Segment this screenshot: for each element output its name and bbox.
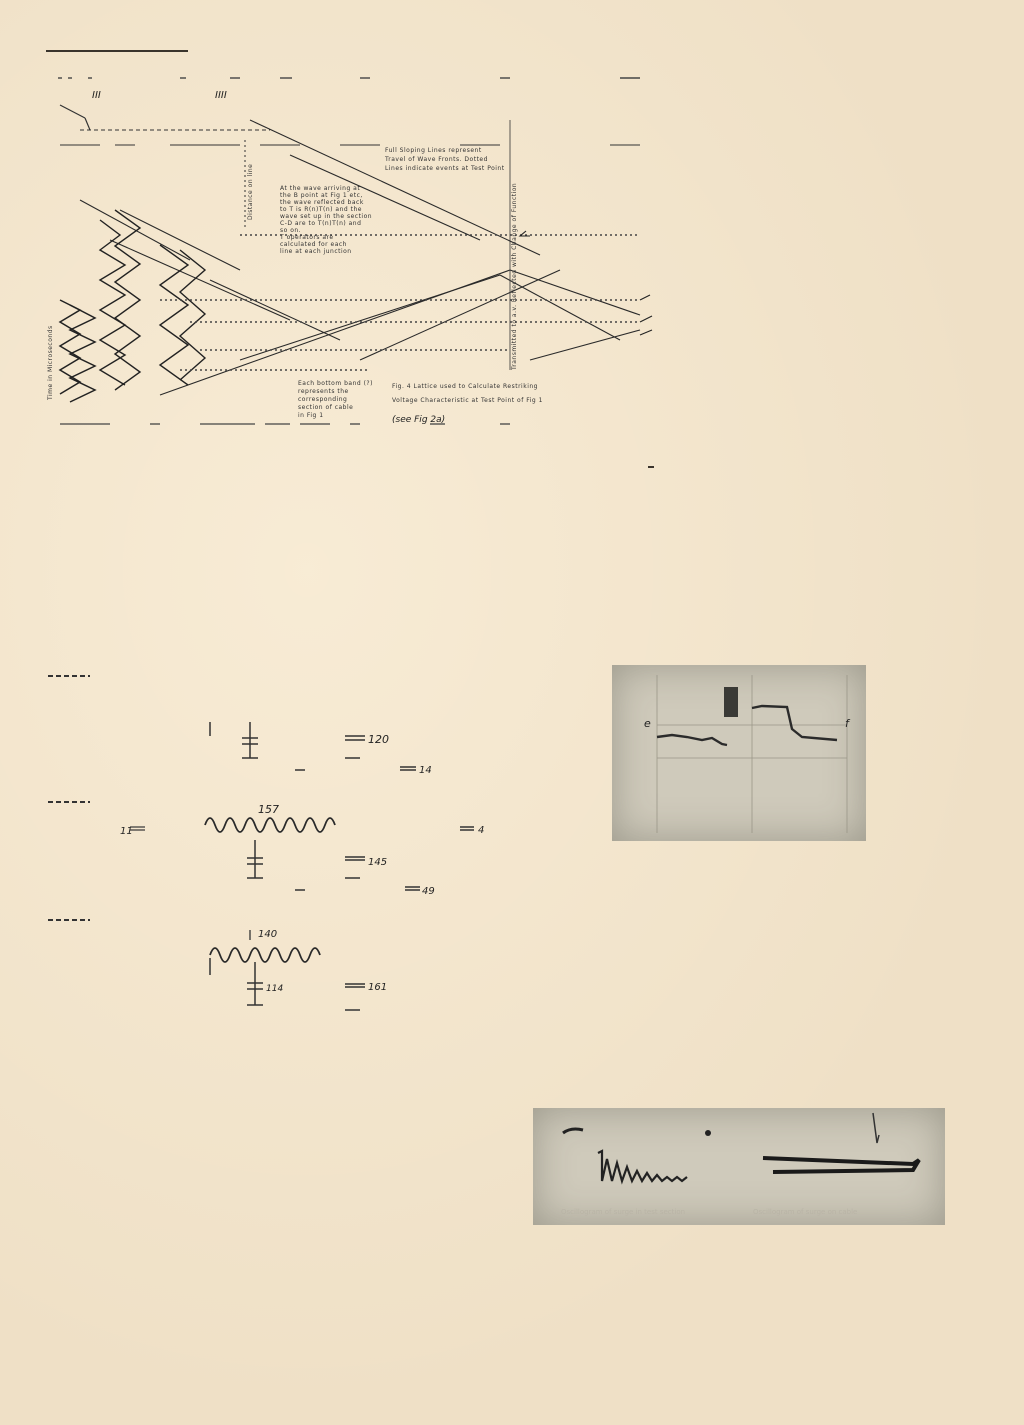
inductor-coil-2 bbox=[209, 947, 321, 963]
legend-line-2: Travel of Wave Fronts. Dotted bbox=[384, 156, 488, 163]
note-line: the wave reflected back bbox=[280, 199, 364, 206]
event-lines bbox=[160, 234, 640, 371]
note-line: line at each junction bbox=[280, 248, 352, 255]
trace-1b bbox=[751, 704, 838, 742]
zigzag-bundle-2 bbox=[98, 209, 142, 391]
photo2-caption-left: Oscillogram of surge in test section bbox=[561, 1208, 685, 1216]
caption-line-1: Fig. 4 Lattice used to Calculate Restrik… bbox=[392, 383, 538, 390]
trace-burst bbox=[724, 687, 738, 717]
legend-dash-3 bbox=[48, 919, 90, 921]
note-line: the B point at Fig 1 etc, bbox=[280, 192, 363, 199]
circuit-diagram: 120 14 157 11 4 145 49 140 bbox=[110, 700, 510, 1030]
lattice-svg: III IIII bbox=[47, 77, 653, 425]
value-label: 11 bbox=[120, 826, 133, 837]
note-block: At the wave arriving at the B point at F… bbox=[279, 185, 372, 255]
damped-oscillation bbox=[597, 1149, 688, 1185]
legend-dash-1 bbox=[48, 675, 90, 677]
roman-label-b: IIII bbox=[215, 90, 227, 101]
note-line: so on. bbox=[280, 227, 301, 234]
value-label: 14 bbox=[419, 765, 432, 776]
lattice-diagram: III IIII bbox=[40, 60, 665, 440]
value-label: 4 bbox=[478, 825, 484, 836]
oscillogram-photo-2: Oscillogram of surge in test section Osc… bbox=[533, 1108, 945, 1225]
value-label: 157 bbox=[258, 803, 279, 816]
right-arrows bbox=[518, 230, 653, 336]
value-label: 120 bbox=[368, 733, 389, 746]
note2-line: section of cable bbox=[298, 404, 353, 411]
roman-label-a: III bbox=[92, 90, 101, 101]
figure-caption: Fig. 4 Lattice used to Calculate Restrik… bbox=[392, 383, 543, 425]
note-line: At the wave arriving at bbox=[280, 185, 360, 192]
oscillogram-1-svg: e f bbox=[644, 675, 851, 833]
caption-line-2: Voltage Characteristic at Test Point of … bbox=[392, 397, 543, 404]
oscillogram-photo-1: e f bbox=[612, 665, 866, 841]
side-mark bbox=[648, 466, 654, 468]
photo-label-f: f bbox=[845, 717, 851, 730]
legend-line-3: Lines indicate events at Test Point bbox=[385, 165, 505, 172]
vertical-label-mid: Distance on line bbox=[247, 164, 254, 220]
inductor-coil-1 bbox=[204, 817, 336, 833]
note-line: T operators are bbox=[279, 234, 334, 241]
value-label: 145 bbox=[368, 857, 387, 868]
photo-label-e: e bbox=[644, 717, 651, 730]
note2-line: represents the bbox=[298, 388, 349, 395]
vertical-label-right: Transmitted to a.v. Reflected with Chang… bbox=[511, 183, 518, 371]
note-line: calculated for each bbox=[280, 241, 347, 248]
note-line: wave set up in the section bbox=[280, 213, 372, 220]
vertical-label-left: Time in Microseconds bbox=[47, 325, 54, 401]
legend-line-1: Full Sloping Lines represent bbox=[385, 147, 482, 154]
oscillogram-2-svg: Oscillogram of surge in test section Osc… bbox=[561, 1112, 921, 1216]
legend-dash-2 bbox=[48, 801, 90, 803]
note2-line: Each bottom band (?) bbox=[298, 380, 373, 387]
note2-line: in Fig 1 bbox=[298, 412, 324, 419]
note-line: C-D are to T(n)T(n) and bbox=[280, 220, 361, 227]
surge-trace bbox=[762, 1156, 921, 1174]
value-label: 140 bbox=[258, 929, 277, 940]
header-rule bbox=[46, 50, 188, 52]
circuit-svg: 120 14 157 11 4 145 49 140 bbox=[120, 722, 484, 1011]
value-label: 161 bbox=[368, 982, 387, 993]
wave-diagonals bbox=[79, 119, 641, 396]
zigzag-bundle-1 bbox=[58, 299, 97, 403]
value-label: 49 bbox=[422, 886, 435, 897]
value-label: 114 bbox=[266, 984, 283, 994]
note2-block: Each bottom band (?) represents the corr… bbox=[298, 380, 373, 419]
note2-line: corresponding bbox=[298, 396, 347, 403]
trace-1a bbox=[656, 733, 728, 747]
zigzag-bundle-3 bbox=[158, 244, 207, 386]
photo2-caption-right: Oscillogram of surge on cable bbox=[753, 1208, 857, 1216]
caption-ref: (see Fig 2a) bbox=[392, 415, 445, 425]
note-line: to T is R(n)T(n) and the bbox=[280, 206, 362, 213]
legend-box: Full Sloping Lines represent Travel of W… bbox=[384, 147, 505, 172]
